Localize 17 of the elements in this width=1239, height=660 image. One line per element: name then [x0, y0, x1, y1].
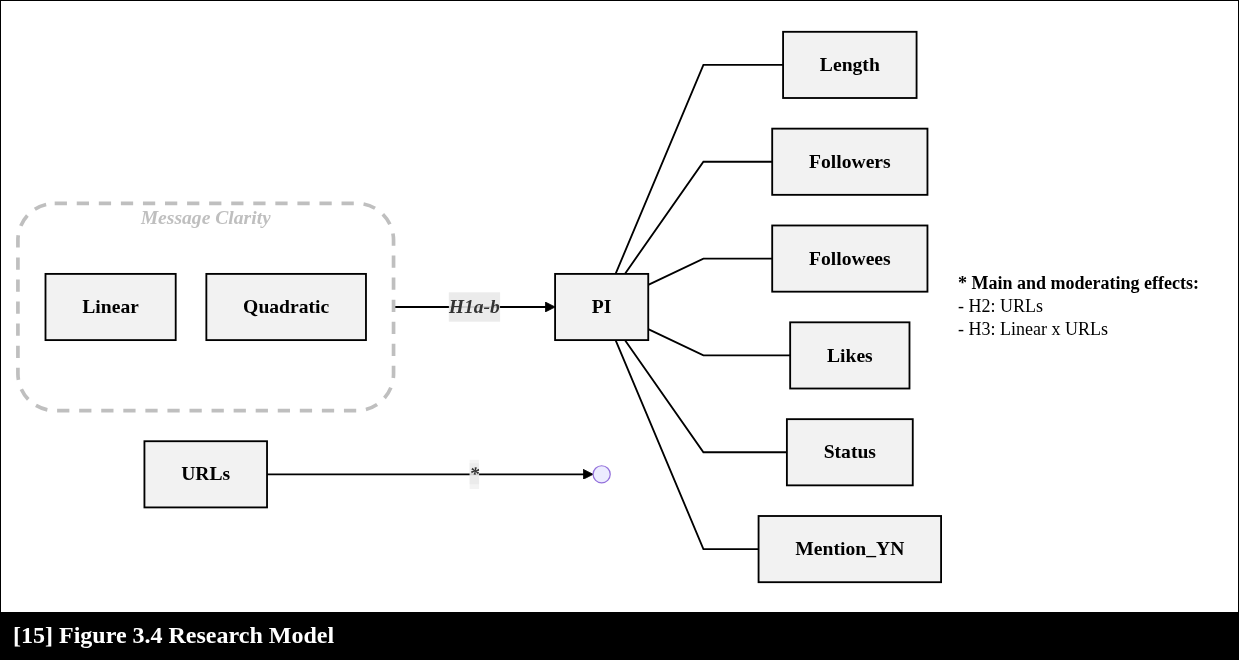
node-box: Likes	[789, 320, 911, 389]
node-box: Linear	[44, 272, 177, 341]
connector	[614, 63, 784, 275]
note-text: * Main and moderating effects:	[958, 273, 1200, 294]
node-box: Length	[782, 30, 918, 99]
node-box: URLs	[143, 439, 268, 508]
note-text: - H3: Linear x URLs	[958, 319, 1109, 340]
node-box: Quadratic	[205, 272, 367, 341]
node-box: Followers	[771, 127, 929, 196]
note-text: - H2: URLs	[958, 296, 1044, 317]
node-box: Mention_YN	[757, 514, 942, 583]
node-box: Status	[785, 417, 914, 486]
node-box: PI	[554, 272, 650, 341]
node-box: Followees	[771, 224, 929, 293]
figure-caption: [15] Figure 3.4 Research Model	[13, 622, 335, 648]
edge-label: *	[469, 462, 480, 484]
edge-label: H1a-b	[448, 295, 500, 317]
